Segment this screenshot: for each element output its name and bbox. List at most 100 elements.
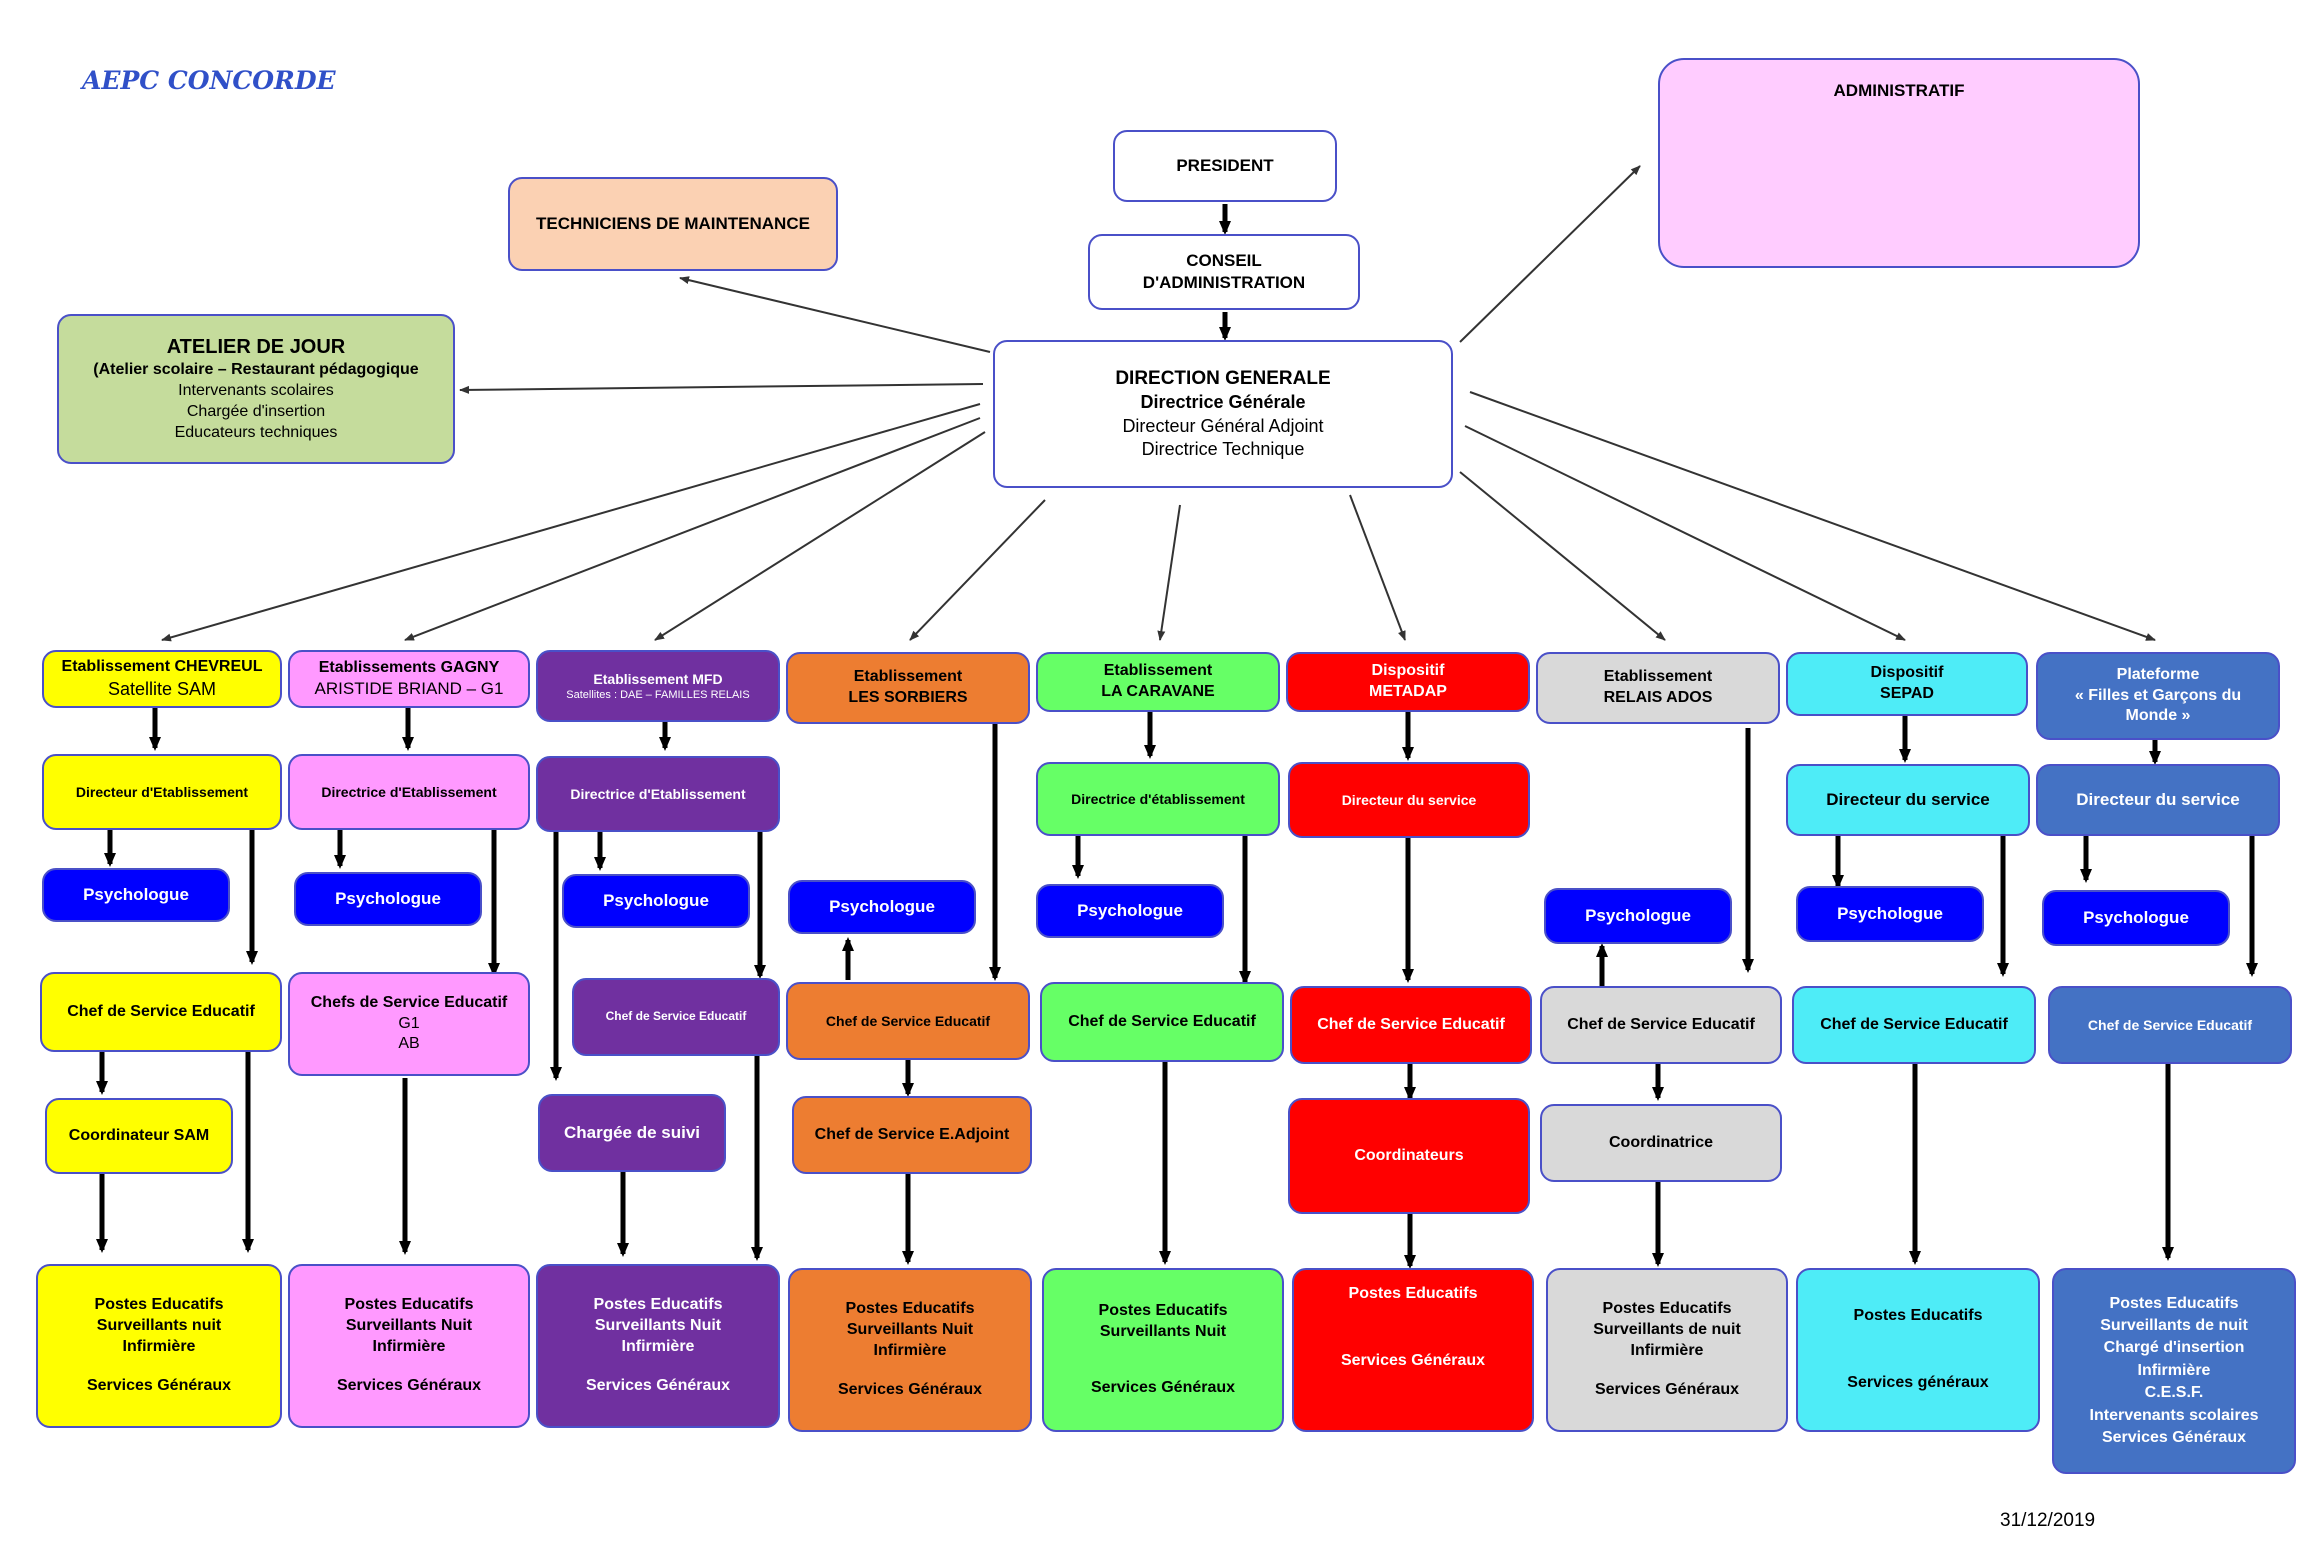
col9-head-line-1: Plateforme <box>2116 665 2200 683</box>
direction-line-3: Directrice Technique <box>1141 439 1305 460</box>
col4-postes-line-1: Postes Educatifs <box>845 1300 975 1318</box>
col4-postes-line-2: Surveillants Nuit <box>846 1321 974 1339</box>
arrow-to-col-2 <box>404 417 981 641</box>
col1-postes-line-3: Infirmière <box>122 1338 196 1355</box>
col6-head: Dispositif METADAP <box>1286 652 1530 712</box>
col7-head-line-2: RELAIS ADOS <box>1603 689 1713 706</box>
col9-director-label: Directeur du service <box>2076 789 2240 809</box>
arrow-to-techniciens <box>679 276 991 353</box>
col9-postes: Postes Educatifs Surveillants de nuit Ch… <box>2052 1268 2296 1474</box>
col2-postes-line-5: Services Généraux <box>336 1376 482 1394</box>
col3-extra-label: Chargée de suivi <box>563 1122 701 1142</box>
col7-postes-line-1: Postes Educatifs <box>1602 1300 1732 1318</box>
col9-postes-line-2: Surveillants de nuit <box>2100 1317 2248 1335</box>
col8-postes-line-3: Services généraux <box>1847 1374 1989 1391</box>
col3-postes-line-2: Surveillants Nuit <box>594 1317 722 1335</box>
atelier-line-3: Chargée d'insertion <box>186 403 326 420</box>
col9-chef-label: Chef de Service Educatif <box>2087 1016 2253 1033</box>
arrow-to-atelier <box>459 383 984 394</box>
techniciens-box: TECHNICIENS DE MAINTENANCE <box>508 177 838 271</box>
col8-chef: Chef de Service Educatif <box>1792 986 2036 1064</box>
col1-extra-label: Coordinateur SAM <box>68 1126 210 1144</box>
col6-director: Directeur du service <box>1288 762 1530 838</box>
col2-postes: Postes Educatifs Surveillants Nuit Infir… <box>288 1264 530 1428</box>
col6-chef: Chef de Service Educatif <box>1290 986 1532 1064</box>
president-label: PRESIDENT <box>1176 155 1274 175</box>
col4-psy-label: Psychologue <box>829 896 935 916</box>
col1-postes: Postes Educatifs Surveillants nuit Infir… <box>36 1264 282 1428</box>
direction-line-2: Directeur Général Adjoint <box>1122 415 1324 436</box>
col3-chef-label: Chef de Service Educatif <box>605 1009 747 1024</box>
col5-head: Etablissement LA CARAVANE <box>1036 652 1280 712</box>
atelier-line-4: Educateurs techniques <box>174 423 338 441</box>
direction-line-1: Directrice Générale <box>1140 392 1306 413</box>
col1-chef-label: Chef de Service Educatif <box>67 1002 255 1020</box>
col2-head: Etablissements GAGNY ARISTIDE BRIAND – G… <box>288 650 530 708</box>
col6-postes-line-3: Services Généraux <box>1340 1351 1486 1369</box>
conseil-line-2: D'ADMINISTRATION <box>1142 273 1306 292</box>
col4-postes-line-3: Infirmière <box>873 1342 947 1359</box>
arrow-to-col-7 <box>1459 471 1666 641</box>
col3-postes-line-3: Infirmière <box>621 1338 695 1355</box>
col4-extra-label: Chef de Service E.Adjoint <box>814 1125 1010 1143</box>
arrow-to-col-1 <box>161 403 981 642</box>
col5-head-line-2: LA CARAVANE <box>1101 683 1215 700</box>
col2-head-line-2: ARISTIDE BRIAND – G1 <box>314 679 504 699</box>
col4-chef-label: Chef de Service Educatif <box>825 1012 991 1029</box>
col8-director: Directeur du service <box>1786 764 2030 836</box>
col5-psychologue: Psychologue <box>1036 884 1224 938</box>
col5-postes: Postes Educatifs Surveillants Nuit Servi… <box>1042 1268 1284 1432</box>
arrow-to-col-4 <box>909 499 1046 641</box>
col1-psychologue: Psychologue <box>42 868 230 922</box>
col4-head: Etablissement LES SORBIERS <box>786 652 1030 724</box>
conseil-line-1: CONSEIL <box>1186 250 1262 270</box>
col3-chef: Chef de Service Educatif <box>572 978 780 1056</box>
col2-postes-line-3: Infirmière <box>372 1338 446 1355</box>
col6-postes-line-1: Postes Educatifs <box>1348 1285 1478 1302</box>
col9-postes-line-1: Postes Educatifs <box>2109 1294 2239 1312</box>
col4-extra: Chef de Service E.Adjoint <box>792 1096 1032 1174</box>
col6-head-line-1: Dispositif <box>1371 662 1445 680</box>
arrow-to-col-6 <box>1349 494 1406 641</box>
col2-psychologue: Psychologue <box>294 872 482 926</box>
col6-chef-label: Chef de Service Educatif <box>1317 1015 1505 1033</box>
col7-postes: Postes Educatifs Surveillants de nuit In… <box>1546 1268 1788 1432</box>
col1-postes-line-5: Services Généraux <box>86 1376 232 1394</box>
col5-chef: Chef de Service Educatif <box>1040 982 1284 1062</box>
col2-postes-line-1: Postes Educatifs <box>344 1296 474 1314</box>
col8-head-line-2: SEPAD <box>1880 685 1934 702</box>
col3-postes-line-5: Services Généraux <box>585 1376 731 1394</box>
col9-postes-line-3: Chargé d'insertion <box>2103 1339 2245 1357</box>
col6-head-line-2: METADAP <box>1369 683 1447 700</box>
col6-extra-label: Coordinateurs <box>1354 1146 1464 1164</box>
col9-psychologue: Psychologue <box>2042 890 2230 946</box>
col5-postes-line-1: Postes Educatifs <box>1098 1301 1228 1319</box>
col3-head-line-1: Etablissement MFD <box>593 670 723 687</box>
col8-head: Dispositif SEPAD <box>1786 652 2028 716</box>
col6-director-label: Directeur du service <box>1341 791 1477 808</box>
col2-director-label: Directrice d'Etablissement <box>321 783 497 800</box>
col3-head-line-2: Satellites : DAE – FAMILLES RELAIS <box>566 688 750 701</box>
col8-psy-label: Psychologue <box>1837 903 1943 923</box>
col8-postes-line-1: Postes Educatifs <box>1853 1307 1983 1325</box>
arrow-to-col-8 <box>1464 425 1906 641</box>
col6-postes: Postes Educatifs Services Généraux <box>1292 1268 1534 1432</box>
col1-head: Etablissement CHEVREUL Satellite SAM <box>42 650 282 708</box>
col9-postes-line-5: C.E.S.F. <box>2144 1384 2204 1402</box>
col7-psy-label: Psychologue <box>1585 905 1691 925</box>
direction-generale-box: DIRECTION GENERALE Directrice Générale D… <box>993 340 1453 488</box>
col3-head: Etablissement MFD Satellites : DAE – FAM… <box>536 650 780 722</box>
atelier-de-jour-box: ATELIER DE JOUR (Atelier scolaire – Rest… <box>57 314 455 464</box>
col1-postes-line-1: Postes Educatifs <box>94 1296 224 1314</box>
col1-director: Directeur d'Etablissement <box>42 754 282 830</box>
administratif-box: ADMINISTRATIF <box>1658 58 2140 268</box>
col3-director-label: Directrice d'Etablissement <box>570 785 746 802</box>
col5-director: Directrice d'établissement <box>1036 762 1280 836</box>
col8-head-line-1: Dispositif <box>1870 664 1944 682</box>
col4-psychologue: Psychologue <box>788 880 976 934</box>
col9-head-line-2: « Filles et Garçons du <box>2074 686 2242 704</box>
col7-postes-line-5: Services Généraux <box>1594 1380 1740 1398</box>
col7-extra-label: Coordinatrice <box>1608 1133 1713 1151</box>
col5-postes-line-2: Surveillants Nuit <box>1099 1322 1227 1340</box>
